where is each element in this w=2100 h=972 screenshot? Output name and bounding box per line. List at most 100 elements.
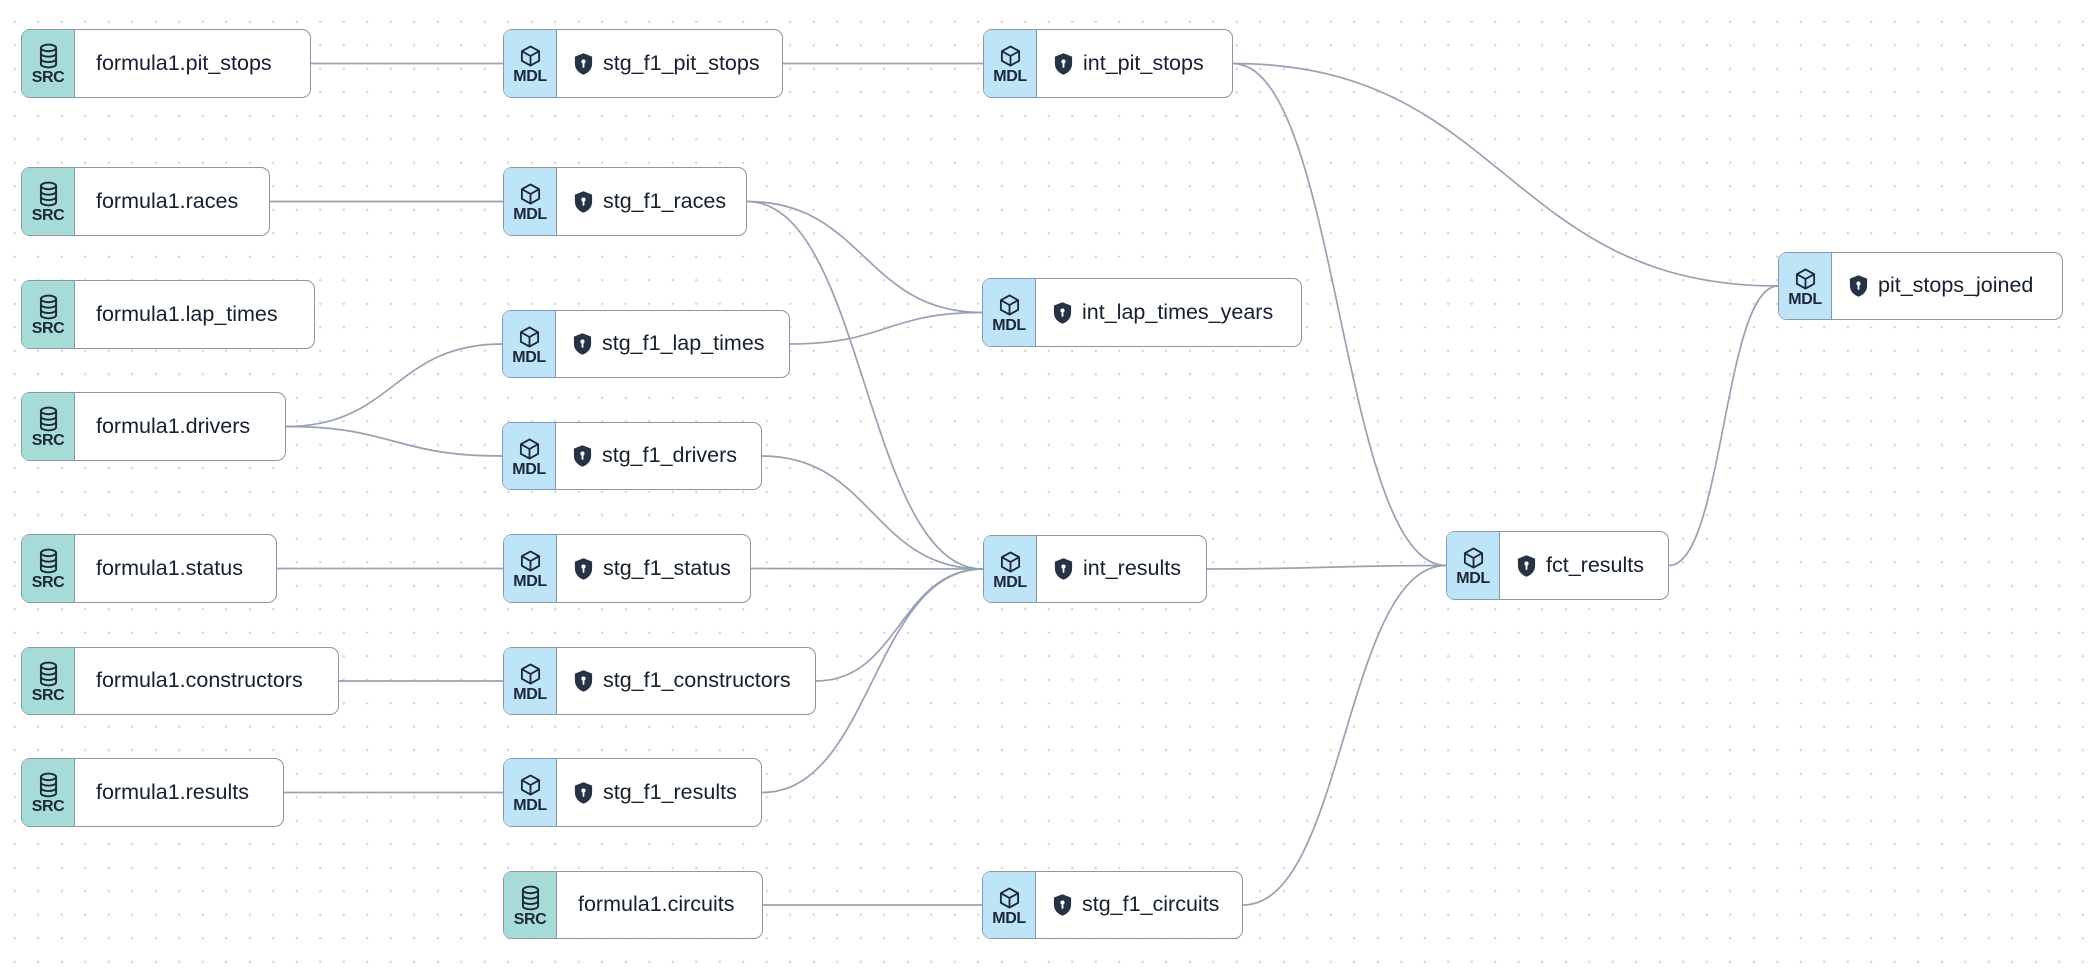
shield-icon <box>573 52 594 76</box>
node-type-label: SRC <box>31 69 65 87</box>
cube-icon <box>519 44 542 68</box>
node-label: formula1.results <box>96 779 249 804</box>
node-label: stg_f1_circuits <box>1082 892 1220 917</box>
node-body: formula1.drivers <box>75 393 285 460</box>
database-icon <box>39 406 58 432</box>
edge-stg_status-to-int_results <box>750 567 984 570</box>
database-icon <box>39 181 58 207</box>
node-type-badge: MDL <box>504 759 557 826</box>
database-icon <box>39 772 58 798</box>
node-type-label: SRC <box>31 432 65 450</box>
node-formula1.lap_times[interactable]: SRC formula1.lap_times <box>21 280 315 349</box>
cube-icon <box>519 662 542 686</box>
node-type-label: SRC <box>31 207 65 225</box>
node-stg_f1_races[interactable]: MDL stg_f1_races <box>503 167 747 236</box>
node-type-badge: MDL <box>983 872 1036 938</box>
edge-int_pit_stops-to-pit_stops_joined <box>1232 62 1779 287</box>
shield-icon <box>1848 274 1869 298</box>
node-type-badge: SRC <box>22 30 75 97</box>
node-type-badge: MDL <box>504 30 557 97</box>
node-body: pit_stops_joined <box>1832 253 2062 319</box>
node-label: formula1.races <box>96 188 239 213</box>
node-label: formula1.status <box>96 555 243 580</box>
node-label: fct_results <box>1546 552 1644 577</box>
node-type-badge: SRC <box>22 759 75 826</box>
node-type-badge: SRC <box>22 535 75 602</box>
shield-icon <box>1053 52 1074 76</box>
node-stg_f1_pit_stops[interactable]: MDL stg_f1_pit_stops <box>503 29 783 98</box>
node-body: formula1.results <box>75 759 283 826</box>
node-formula1.drivers[interactable]: SRC formula1.drivers <box>21 392 286 461</box>
node-body: stg_f1_lap_times <box>556 311 789 377</box>
node-type-label: SRC <box>31 686 65 704</box>
edge-stg_races-to-int_lap_times_years <box>746 200 983 314</box>
shield-icon <box>572 444 593 468</box>
node-body: int_pit_stops <box>1037 30 1232 97</box>
node-type-badge: MDL <box>504 648 557 714</box>
node-type-label: SRC <box>31 320 65 338</box>
node-body: fct_results <box>1500 532 1668 599</box>
node-type-badge: MDL <box>984 536 1037 602</box>
node-formula1.circuits[interactable]: SRC formula1.circuits <box>503 871 763 939</box>
edge-src_drivers-to-stg_lap_times <box>285 343 503 428</box>
edge-stg_results-to-int_results <box>761 568 984 794</box>
edge-fct_results-to-pit_stops_joined <box>1668 285 1779 567</box>
node-type-label: MDL <box>513 797 547 815</box>
cube-icon <box>999 44 1022 68</box>
node-body: stg_f1_circuits <box>1036 872 1242 938</box>
node-body: formula1.status <box>75 535 276 602</box>
node-type-label: MDL <box>993 68 1027 86</box>
node-label: formula1.constructors <box>96 668 303 693</box>
node-label: stg_f1_pit_stops <box>603 50 760 75</box>
node-stg_f1_results[interactable]: MDL stg_f1_results <box>503 758 762 827</box>
node-body: stg_f1_pit_stops <box>557 30 782 97</box>
node-label: stg_f1_status <box>603 555 731 580</box>
cube-icon <box>998 886 1021 910</box>
node-type-label: MDL <box>512 460 546 478</box>
cube-icon <box>999 550 1022 574</box>
edge-stg_drivers-to-int_results <box>761 455 984 570</box>
node-int_pit_stops[interactable]: MDL int_pit_stops <box>983 29 1233 98</box>
node-label: stg_f1_drivers <box>602 443 738 468</box>
node-body: stg_f1_status <box>557 535 750 602</box>
node-stg_f1_status[interactable]: MDL stg_f1_status <box>503 534 751 603</box>
node-type-badge: SRC <box>22 648 75 714</box>
node-stg_f1_drivers[interactable]: MDL stg_f1_drivers <box>502 422 762 490</box>
node-type-label: MDL <box>1788 290 1822 308</box>
node-formula1.constructors[interactable]: SRC formula1.constructors <box>21 647 339 715</box>
node-fct_results[interactable]: MDL fct_results <box>1446 531 1669 600</box>
shield-icon <box>573 190 594 214</box>
node-pit_stops_joined[interactable]: MDL pit_stops_joined <box>1778 252 2063 320</box>
database-icon <box>39 294 58 320</box>
shield-icon <box>573 781 594 805</box>
shield-icon <box>1052 893 1073 917</box>
node-int_lap_times_years[interactable]: MDL int_lap_times_years <box>982 278 1302 347</box>
node-type-label: SRC <box>31 574 65 592</box>
node-type-badge: SRC <box>22 393 75 460</box>
node-stg_f1_lap_times[interactable]: MDL stg_f1_lap_times <box>502 310 790 378</box>
node-body: formula1.races <box>75 168 269 235</box>
shield-icon <box>1516 554 1537 578</box>
node-type-label: SRC <box>31 798 65 816</box>
node-label: pit_stops_joined <box>1878 273 2034 298</box>
node-type-badge: MDL <box>1447 532 1500 599</box>
node-formula1.results[interactable]: SRC formula1.results <box>21 758 284 827</box>
edge-stg_constructors-to-int_results <box>815 568 984 682</box>
node-label: stg_f1_races <box>603 188 727 213</box>
node-formula1.races[interactable]: SRC formula1.races <box>21 167 270 236</box>
node-int_results[interactable]: MDL int_results <box>983 535 1207 603</box>
node-formula1.pit_stops[interactable]: SRC formula1.pit_stops <box>21 29 311 98</box>
node-stg_f1_circuits[interactable]: MDL stg_f1_circuits <box>982 871 1243 939</box>
edge-stg_circuits-to-fct_results <box>1242 564 1447 906</box>
node-body: stg_f1_drivers <box>556 423 761 489</box>
node-formula1.status[interactable]: SRC formula1.status <box>21 534 277 603</box>
node-type-badge: SRC <box>22 168 75 235</box>
node-type-label: MDL <box>992 909 1026 927</box>
node-label: int_lap_times_years <box>1082 299 1274 324</box>
database-icon <box>39 548 58 574</box>
edge-stg_lap_times-to-int_lap_times_years <box>789 311 983 345</box>
node-stg_f1_constructors[interactable]: MDL stg_f1_constructors <box>503 647 816 715</box>
node-type-label: MDL <box>513 68 547 86</box>
